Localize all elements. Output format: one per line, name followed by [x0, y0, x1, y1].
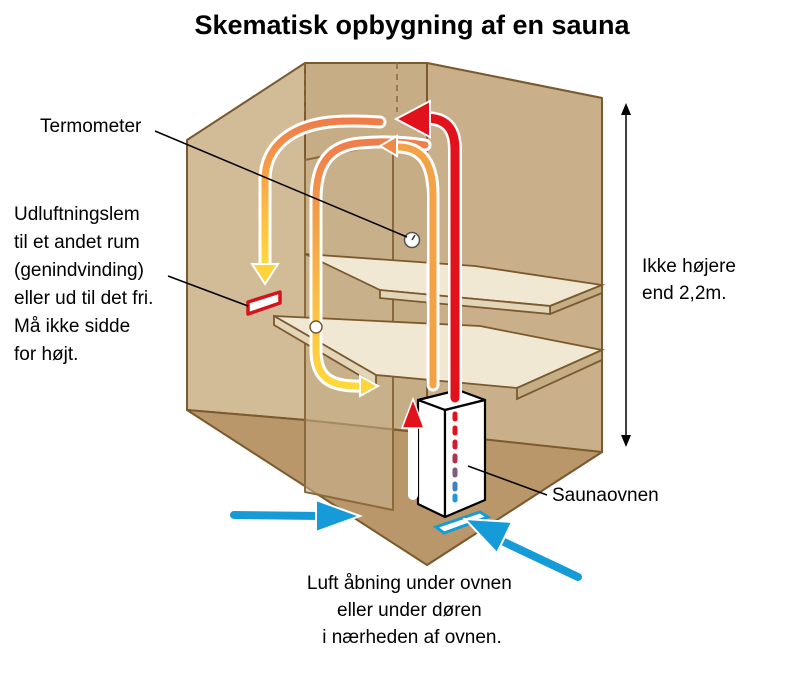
stove-side	[443, 398, 487, 519]
hot-air-flow	[418, 111, 462, 405]
page-title: Skematisk opbygning af en sauna	[194, 10, 630, 40]
left-wall	[186, 62, 306, 421]
termometer-label: Termometer	[40, 116, 142, 137]
fresh-air-arrow-icon	[228, 498, 363, 534]
door-handle	[309, 320, 323, 334]
stove-label: Saunaovnen	[552, 485, 659, 506]
air-opening-label: Luft åbning under ovnen eller under døre…	[307, 573, 517, 648]
vent-hatch	[246, 290, 282, 316]
leader-lines	[154, 130, 548, 496]
stove-front	[416, 398, 447, 519]
vent-label: Udluftningslem til et andet rum (genindv…	[14, 204, 159, 365]
ceiling-outlet	[304, 63, 398, 112]
warm-air-arrow-icon	[378, 134, 398, 158]
fresh-air-arrow-icon	[462, 517, 584, 583]
thermometer-icon	[403, 231, 421, 249]
air-arrowheads	[250, 134, 398, 398]
height-arrow-icon	[621, 103, 631, 447]
height-label: Ikke højere end 2,2m.	[642, 256, 741, 304]
hot-air-arrow-icon	[393, 99, 431, 139]
cool-air-arrow-icon	[359, 374, 381, 398]
side-air-arrow-icon	[400, 396, 426, 429]
sauna-stove	[416, 388, 487, 519]
cool-air-arrow-icon	[250, 263, 280, 286]
air-inlet-grille	[432, 510, 492, 535]
